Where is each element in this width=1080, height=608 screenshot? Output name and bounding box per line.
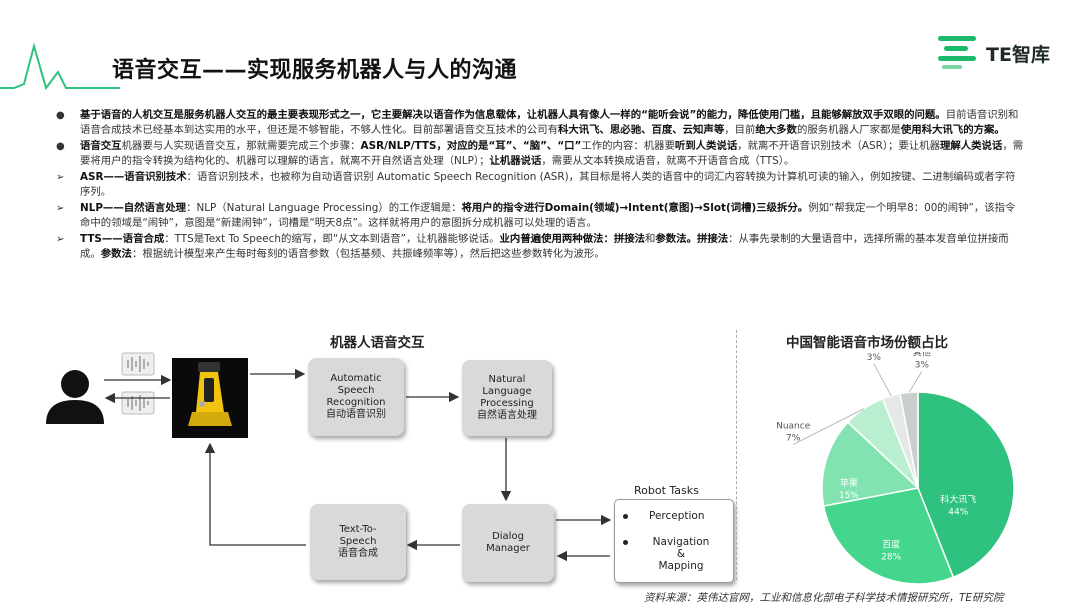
pie-label-name: 百度 (882, 539, 900, 551)
robot-tasks-title: Robot Tasks (634, 484, 699, 497)
speech-wave-out-icon (121, 391, 155, 415)
bullet-text-bold: 使用科大讯飞的方案。 (900, 124, 1005, 136)
bullet-item: ● 语音交互机器要与人实现语音交互，那就需要完成三个步骤：ASR/NLP/TTS，… (56, 139, 1024, 169)
dialog-manager-label: Dialog Manager (486, 531, 530, 554)
task-bullet (623, 540, 628, 545)
bullet-text-bold: ASR——语音识别技术 (80, 171, 187, 183)
bullet-text: ASR——语音识别技术：语音识别技术，也被称为自动语音识别 Automatic … (80, 170, 1024, 200)
pie-label-value: 3% (867, 353, 882, 363)
dialog-manager-box: Dialog Manager (462, 504, 554, 582)
user-person-icon (46, 370, 104, 424)
pie-label-name: 科大讯飞 (940, 493, 976, 505)
task-bullet (623, 514, 628, 519)
pie-leader-line (793, 408, 865, 445)
bullet-text-bold: 参数法 (100, 248, 132, 260)
pie-label-name: 其他 (913, 352, 931, 359)
bullet-item: ➢ TTS——语音合成：TTS是Text To Speech的缩写，即“从文本到语… (56, 232, 1024, 262)
pie-leader-line (873, 363, 892, 397)
bullet-text-run: 机器要与人实现语音交互，那就需要完成三个步骤： (121, 140, 361, 152)
nlp-label: Natural Language Processing 自然语言处理 (477, 374, 537, 421)
pie-slice-2 (821, 421, 920, 507)
bullet-text-run: ：NLP（Natural Language Processing）的工作逻辑是： (186, 202, 462, 214)
pie-label-value: 15% (839, 491, 859, 501)
bullet-text-bold: TTS——语音合成 (80, 233, 165, 245)
bullet-text: 基于语音的人机交互是服务机器人交互的最主要表现形式之一，它主要解决以语音作为信息… (80, 108, 1024, 138)
bullet-text: NLP——自然语言处理：NLP（Natural Language Process… (80, 201, 1024, 231)
pie-label-value: 7% (786, 433, 801, 443)
bullet-text-bold: 将用户的指令进行Domain(领域)→Intent(意图)→Slot(词槽)三级… (461, 202, 809, 214)
bullet-marker: ● (56, 110, 65, 121)
bullet-item: ➢ ASR——语音识别技术：语音识别技术，也被称为自动语音识别 Automatic… (56, 170, 1024, 200)
bullet-text-run: ，需要将用户的指令转换为结构化的、机器可以理解的语言，就离不开自然语言处理（NL… (80, 140, 1024, 167)
chart-title: 中国智能语音市场份额占比 (786, 335, 948, 351)
bullet-text-bold: 绝大多数 (755, 124, 797, 136)
task-perception: Perception (649, 510, 705, 522)
pie-label-value: 3% (915, 361, 930, 371)
bullet-text-run: ，需要从文本转换成语音，就离不开语音合成（TTS）。 (541, 155, 795, 167)
te-logo-icon (938, 36, 976, 69)
bullet-text-bold: 参数法。拼接法 (655, 233, 729, 245)
diagram-connections (46, 352, 612, 562)
pie-slice-5 (899, 391, 919, 489)
bullet-marker: ➢ (56, 234, 65, 245)
bullet-text-bold: 基于语音的人机交互是服务机器人交互的最主要表现形式之一，它主要解决以语音作为信息… (80, 109, 946, 121)
asr-label: Automatic Speech Recognition 自动语音识别 (326, 373, 386, 420)
bullet-text-run: ：根据统计模型来产生每时每刻的语音参数（包括基频、共振峰频率等），然后把这些参数… (131, 248, 605, 260)
bullet-list: ● 基于语音的人机交互是服务机器人交互的最主要表现形式之一，它主要解决以语音作为信… (56, 108, 1024, 263)
pie-label-value: 44% (948, 507, 968, 517)
bullet-text-run: ，目前 (724, 124, 756, 136)
bullet-marker: ➢ (56, 172, 65, 183)
bullet-text-run: ：从事先录制的大量语音中，选择所需的基本发音单位拼接而成。 (80, 233, 1009, 260)
bullet-text-run: ，就离不开语音识别技术（ASR）；要让机器 (737, 140, 940, 152)
bullet-text-run: ：语音识别技术，也被称为自动语音识别 Automatic Speech Reco… (80, 171, 1016, 198)
nlp-box: Natural Language Processing 自然语言处理 (462, 360, 552, 436)
tts-box: Text-To- Speech 语音合成 (310, 504, 406, 580)
bullet-text-run: 和 (645, 233, 656, 245)
section-divider (736, 330, 737, 580)
page-title: 语音交互——实现服务机器人与人的沟通 (112, 58, 518, 83)
bullet-text-run: 工作的内容：机器要 (581, 140, 675, 152)
speech-wave-in-icon (121, 352, 155, 376)
pie-slice-0 (917, 391, 1015, 579)
service-robot-image (172, 358, 248, 438)
pie-leader-line (908, 371, 923, 393)
bullet-text-bold: 科大讯飞、思必驰、百度、云知声等 (557, 124, 725, 136)
te-logo: TE智库 (938, 36, 1050, 70)
bullet-text-run: 例如“帮我定一个明早8：00的闹钟”，该指令命中的领域是“闹钟”，意图是“新建闹… (80, 202, 1016, 229)
task-navigation: Navigation & Mapping (652, 536, 710, 572)
bullet-text-bold: 让机器说话 (489, 155, 542, 167)
bullet-text-bold: NLP——自然语言处理 (80, 202, 187, 214)
bullet-text: TTS——语音合成：TTS是Text To Speech的缩写，即“从文本到语音… (80, 232, 1024, 262)
bullet-item: ● 基于语音的人机交互是服务机器人交互的最主要表现形式之一，它主要解决以语音作为信… (56, 108, 1024, 138)
te-logo-text: TE智库 (986, 43, 1050, 66)
tts-label: Text-To- Speech 语音合成 (338, 524, 378, 559)
bullet-text-bold: ASR/NLP/TTS，对应的是“耳”、“脑”、“口” (360, 140, 582, 152)
asr-box: Automatic Speech Recognition 自动语音识别 (308, 358, 404, 436)
bullet-text-run: ：TTS是Text To Speech的缩写，即“从文本到语音”，让机器能够说话… (164, 233, 500, 245)
source-note: 资料来源：英伟达官网，工业和信息化部电子科学技术情报研究所，TE研究院 (644, 592, 1004, 604)
pie-label-name: Nuance (776, 421, 811, 431)
bullet-marker: ● (56, 141, 65, 152)
bullet-text-bold: 语音交互 (80, 140, 122, 152)
pie-label-name: 苹果 (840, 477, 858, 489)
bullet-text-run: 目前语音识别和语音合成技术已经基本到达实用的水平，但还是不够智能，不够人性化。目… (80, 109, 1019, 136)
bullet-item: ➢ NLP——自然语言处理：NLP（Natural Language Proces… (56, 201, 1024, 231)
pie-slice-1 (822, 487, 955, 584)
diagram-title: 机器人语音交互 (330, 335, 425, 351)
bullet-text-bold: 听到人类说话 (674, 140, 738, 152)
bullet-marker: ➢ (56, 203, 65, 214)
robot-tasks-box: Perception Navigation & Mapping (614, 499, 734, 583)
bullet-text: 语音交互机器要与人实现语音交互，那就需要完成三个步骤：ASR/NLP/TTS，对… (80, 139, 1024, 169)
bullet-text-bold: 理解人类说话 (940, 140, 1003, 152)
pie-label-value: 28% (881, 553, 901, 563)
bullet-text-bold: 业内普遍使用两种做法：拼接法 (499, 233, 646, 245)
pulse-line-decoration (0, 42, 120, 91)
bullet-text-run: 的服务机器人厂家都是 (796, 124, 901, 136)
